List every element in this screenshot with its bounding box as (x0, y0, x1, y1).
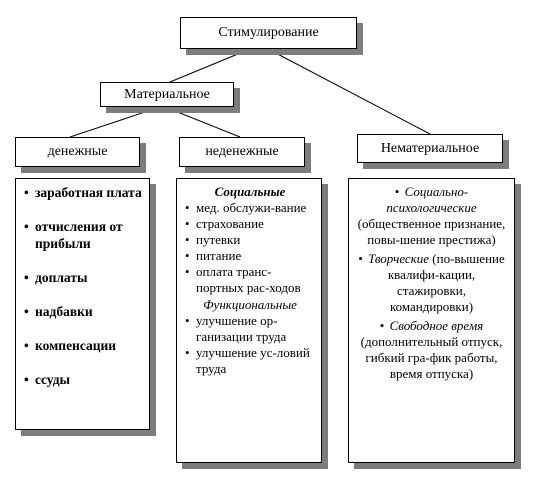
nonmonetary-list: Социальные мед. обслужи-вание страховани… (176, 178, 322, 463)
functional-title: Функциональные (203, 297, 297, 312)
line-root-to-nonmaterial (267, 48, 431, 135)
social-title: Социальные (214, 184, 286, 199)
nonmaterial-item-text: (по-вышение квалифи-кации, стажировки, к… (387, 251, 505, 314)
nonmaterial-item-title: Социально-психологические (386, 184, 477, 215)
monetary-label: денежные (47, 144, 108, 159)
nonmonetary-node: неденежные (179, 137, 305, 167)
functional-item: улучшение ус-ловий труда (185, 345, 315, 377)
line-material-to-monetary (69, 106, 161, 138)
nonmaterial-item-text: (дополнительный отпуск, гибкий гра-фик р… (360, 334, 503, 381)
line-material-to-nonmonetary (164, 106, 241, 138)
material-label: Материальное (124, 86, 210, 102)
root-label: Стимулирование (218, 25, 319, 40)
nonmaterial-item: Творческие (по-вышение квалифи-кации, ст… (355, 251, 508, 315)
social-item: путевки (185, 232, 315, 248)
root-node: Стимулирование (180, 17, 357, 49)
material-node: Материальное (100, 82, 234, 107)
nonmaterial-label: Нематериальное (380, 140, 480, 156)
nonmaterial-list: Социально-психологические (общественное … (348, 178, 515, 463)
social-item: страхование (185, 216, 315, 232)
monetary-node: денежные (15, 137, 140, 167)
monetary-list: заработная плата отчисления от прибыли д… (15, 178, 150, 430)
nonmaterial-node: Нематериальное (357, 134, 503, 163)
nonmonetary-label: неденежные (205, 144, 279, 159)
social-item: оплата транс-портных рас-ходов (185, 264, 315, 296)
monetary-item: компенсации (24, 337, 143, 354)
monetary-item: отчисления от прибыли (24, 218, 143, 252)
monetary-item: надбавки (24, 303, 143, 320)
nonmaterial-item-title: Свободное время (389, 318, 484, 333)
nonmaterial-item: Социально-психологические (общественное … (355, 184, 508, 248)
nonmaterial-item-title: Творческие (368, 251, 430, 266)
nonmaterial-item-text: (общественное признание, повы-шение прес… (357, 216, 506, 247)
functional-item: улучшение ор-ганизации труда (185, 313, 315, 345)
social-item: питание (185, 248, 315, 264)
monetary-item: доплаты (24, 269, 143, 286)
nonmaterial-item: Свободное время (дополнительный отпуск, … (355, 318, 508, 382)
monetary-item: ссуды (24, 371, 143, 388)
social-item: мед. обслужи-вание (185, 200, 315, 216)
line-root-to-material (169, 48, 251, 83)
monetary-item: заработная плата (24, 184, 143, 201)
